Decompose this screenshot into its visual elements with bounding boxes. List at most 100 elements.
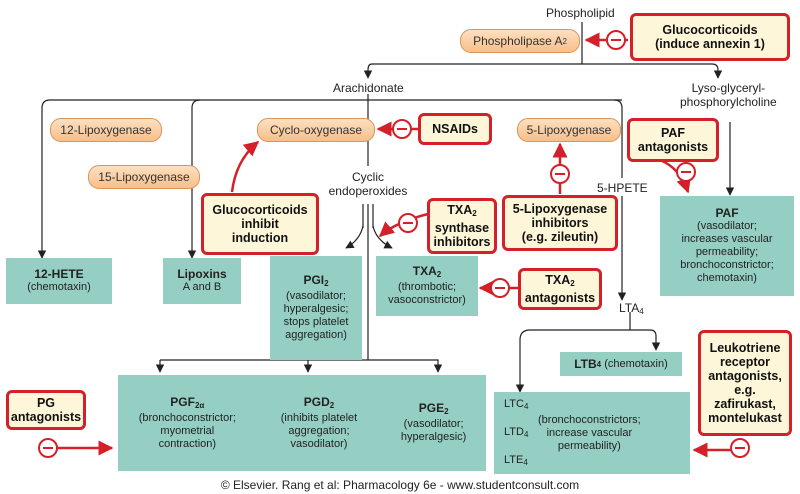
phospholipase-sub: 2 xyxy=(562,36,567,46)
lyso-line1: Lyso-glyceryl- xyxy=(691,81,766,95)
txa2-sub: 2 xyxy=(436,270,442,279)
glucocorticoids-inhibit-induction-box: Glucocorticoids inhibit induction xyxy=(201,193,319,255)
paf-d4: bronchoconstrictor; xyxy=(680,259,774,271)
cysteinyl-d3: permeability) xyxy=(557,439,621,452)
glucocorticoids-cox-line1: Glucocorticoids xyxy=(212,203,308,217)
hete-desc: (chemotaxin) xyxy=(27,281,91,293)
arachidonate-label: Arachidonate xyxy=(333,81,404,95)
pgi2-name: PGI xyxy=(303,273,325,287)
lta4-name: LTA xyxy=(619,301,640,315)
lt-antag-line6: montelukast xyxy=(708,411,782,425)
prostaglandins-product-group: PGF2α (bronchoconstrictor; myometrial co… xyxy=(118,375,486,471)
txa2-synth-name: TXA xyxy=(447,203,473,217)
inhibit-marker-leukotriene xyxy=(730,438,750,458)
inhibit-marker-pg xyxy=(38,438,58,458)
paf-name: PAF xyxy=(715,206,739,220)
cysteinyl-d2: increase vascular xyxy=(546,426,633,439)
glucocorticoids-cox-line3: induction xyxy=(231,231,289,245)
txa2-d1: (thrombotic; xyxy=(397,281,457,293)
glucocorticoids-cox-line2: inhibit xyxy=(241,217,279,231)
5-lipoxygenase-enzyme: 5-Lipoxygenase xyxy=(517,118,621,142)
glucocorticoids-annexin-box: Glucocorticoids (induce annexin 1) xyxy=(630,13,790,61)
phospholipid-label: Phospholipid xyxy=(546,6,615,20)
pg-antag-line1: PG xyxy=(36,396,56,410)
leukotriene-antagonists-box: Leukotriene receptor antagonists, e.g. z… xyxy=(698,330,792,436)
cysteinyl-desc: (bronchoconstrictors; increase vascular … xyxy=(538,414,641,453)
pgi2-product: PGI2 (vasodilator; hyperalgesic; stops p… xyxy=(270,256,362,360)
pg-antag-line2: antagonists xyxy=(10,410,82,424)
pgd2-d3: vasodilator) xyxy=(290,437,348,450)
lte4-sub: 4 xyxy=(523,458,528,467)
inhibit-marker-txa2-synthase xyxy=(398,213,418,233)
lipox5-inhib-line2: inhibitors xyxy=(531,216,589,230)
lipox5-inhib-line3: (e.g. zileutin) xyxy=(521,230,599,244)
lipoxins-desc: A and B xyxy=(182,281,222,293)
pge2-d1: (vasodilator; xyxy=(403,418,464,430)
12-lipoxygenase-enzyme: 12-Lipoxygenase xyxy=(50,118,162,142)
pge2-sub: 2 xyxy=(444,407,449,416)
hete-name: 12-HETE xyxy=(34,267,84,281)
pgd2-name: PGD xyxy=(303,394,330,409)
cyclo-oxygenase-enzyme: Cyclo-oxygenase xyxy=(257,118,375,142)
lta4-label: LTA4 xyxy=(619,301,644,319)
cyclic-endoperoxides-label: Cyclic endoperoxides xyxy=(326,170,410,198)
paf-product: PAF (vasodilator; increases vascular per… xyxy=(660,196,794,296)
lt-antag-line5: zafirukast, xyxy=(714,397,776,411)
cysteinyl-leukotrienes-product: LTC4 LTD4 LTE4 (bronchoconstrictors; inc… xyxy=(494,392,690,474)
lt-antag-line1: Leukotriene xyxy=(709,341,781,355)
ltb4-name: LTB xyxy=(574,356,597,371)
txa2-synthase-inhibitors-box: TXA2 synthase inhibitors xyxy=(427,198,497,254)
pge2-product: PGE2 (vasodilator; hyperalgesic) xyxy=(386,402,482,444)
pgi2-d1: (vasodilator; xyxy=(286,290,346,302)
phospholipase-label: Phospholipase A xyxy=(473,34,563,48)
pgi2-sub: 2 xyxy=(324,279,329,288)
paf-antagonists-box: PAF antagonists xyxy=(627,118,719,162)
pgd2-sub: 2 xyxy=(329,400,335,410)
pgd2-d2: aggregation; xyxy=(288,424,350,437)
copyright-footer: © Elsevier. Rang et al: Pharmacology 6e … xyxy=(220,478,580,492)
txa2-antagonists-box: TXA2 antagonists xyxy=(518,268,602,310)
paf-antag-line1: PAF xyxy=(660,126,686,140)
txa2-antag-line2: antagonists xyxy=(524,291,596,305)
ltc4-sub: 4 xyxy=(523,402,529,411)
pgi2-d3: stops platelet xyxy=(283,316,349,328)
pgf2a-sub: 2α xyxy=(194,400,205,410)
cyclic-line1: Cyclic xyxy=(352,170,384,184)
pgf2a-product: PGF2α (bronchoconstrictor; myometrial co… xyxy=(122,394,252,451)
txa2-antag-name: TXA xyxy=(545,273,571,287)
paf-d3: permeability; xyxy=(695,246,759,258)
12-hete-product: 12-HETE (chemotaxin) xyxy=(6,258,112,304)
ltd4-name: LTD xyxy=(504,426,524,438)
txa2-synth-line3: inhibitors xyxy=(433,235,491,249)
inhibit-marker-paf xyxy=(676,162,696,182)
pgd2-product: PGD2 (inhibits platelet aggregation; vas… xyxy=(261,394,377,451)
pge2-d2: hyperalgesic) xyxy=(400,431,467,443)
paf-d2: increases vascular xyxy=(681,233,773,245)
15-lipoxygenase-enzyme: 15-Lipoxygenase xyxy=(88,165,200,189)
glucocorticoids-top-line2: (induce annexin 1) xyxy=(655,37,765,51)
lipox5-inhib-line1: 5-Lipoxygenase xyxy=(512,202,608,216)
ltd4-sub: 4 xyxy=(523,430,529,439)
pgf2a-d1: (bronchoconstrictor; xyxy=(138,411,236,424)
lt-antag-line3: antagonists, xyxy=(708,369,782,383)
pgf2a-d3: contraction) xyxy=(158,437,217,450)
lipoxins-name: Lipoxins xyxy=(177,267,227,281)
5-lipoxygenase-inhibitors-box: 5-Lipoxygenase inhibitors (e.g. zileutin… xyxy=(502,195,618,251)
ltb4-sub: 4 xyxy=(596,359,602,369)
inhibit-marker-cox xyxy=(392,119,412,139)
ltb4-desc: (chemotaxin) xyxy=(604,357,668,370)
pgi2-d2: hyperalgesic; xyxy=(283,303,349,315)
lt-antag-line4: e.g. xyxy=(734,383,756,397)
inhibit-marker-phospholipase xyxy=(606,30,626,50)
txa2-synth-line2: synthase xyxy=(434,221,490,235)
txa2-name: TXA xyxy=(412,264,437,278)
lyso-line2: phosphorylcholine xyxy=(680,95,777,109)
paf-d1: (vasodilator; xyxy=(697,220,757,232)
lt-antag-line2: receptor xyxy=(719,355,771,369)
pgf2a-name: PGF xyxy=(170,394,195,409)
lte4-name: LTE xyxy=(504,454,524,466)
lipoxins-product: Lipoxins A and B xyxy=(163,258,241,304)
paf-d5: chemotaxin) xyxy=(697,272,757,284)
